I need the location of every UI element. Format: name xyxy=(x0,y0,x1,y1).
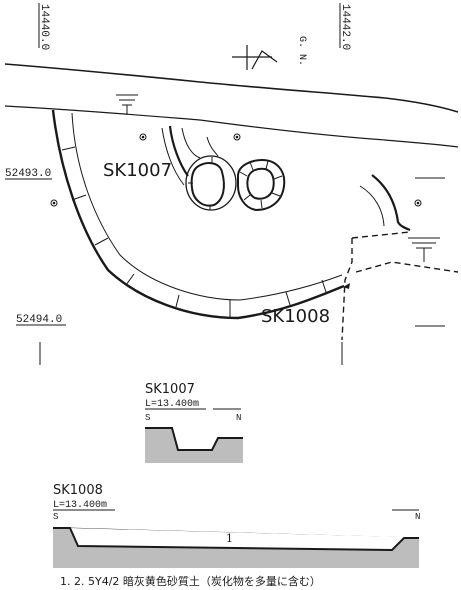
water-level-icon-2 xyxy=(408,237,440,262)
section-sk1008-level: L=13.400m xyxy=(53,500,107,511)
grid-x2-label: 14442.0 xyxy=(339,4,351,50)
grid-label-y2: 52494.0 xyxy=(16,314,66,326)
pit-sk1008-outline xyxy=(51,109,411,320)
pit-sk1007-outline xyxy=(161,125,286,212)
section-sk1008-title: SK1008 xyxy=(53,483,103,498)
section-sk1007: SK1007 L=13.400m S N xyxy=(145,382,243,463)
grid-label-y1: 52493.0 xyxy=(5,168,52,180)
grid-x1-label: 14440.0 xyxy=(38,4,50,50)
section-sk1007-s: S xyxy=(145,413,150,423)
plan-upper-boundary xyxy=(4,63,459,148)
section-sk1008: SK1008 L=13.400m S N 1 xyxy=(53,483,420,568)
section-sk1008-s: S xyxy=(53,512,58,522)
pit-dashed-extension xyxy=(341,231,459,341)
north-label: G. N. xyxy=(296,36,307,66)
section-sk1007-title: SK1007 xyxy=(145,382,195,397)
grid-point-markers xyxy=(50,133,422,207)
water-level-icon xyxy=(116,94,138,115)
arrow-marker-icon xyxy=(343,283,350,289)
grid-ticks xyxy=(39,177,445,365)
section-sk1008-n: N xyxy=(415,512,420,522)
north-arrow-icon xyxy=(232,45,278,70)
svg-text:52494.0: 52494.0 xyxy=(16,314,62,326)
section-sk1007-level: L=13.400m xyxy=(145,399,199,410)
pit-sk1007-label: SK1007 xyxy=(103,160,172,181)
pit-sk1008-label: SK1008 xyxy=(261,306,330,327)
section-sk1008-layer-number: 1 xyxy=(226,532,233,545)
layer-legend: 1. 2. 5Y4/2 暗灰黄色砂質土（炭化物を多量に含む） xyxy=(60,574,321,588)
svg-text:52493.0: 52493.0 xyxy=(5,168,51,180)
section-sk1007-n: N xyxy=(236,413,241,423)
